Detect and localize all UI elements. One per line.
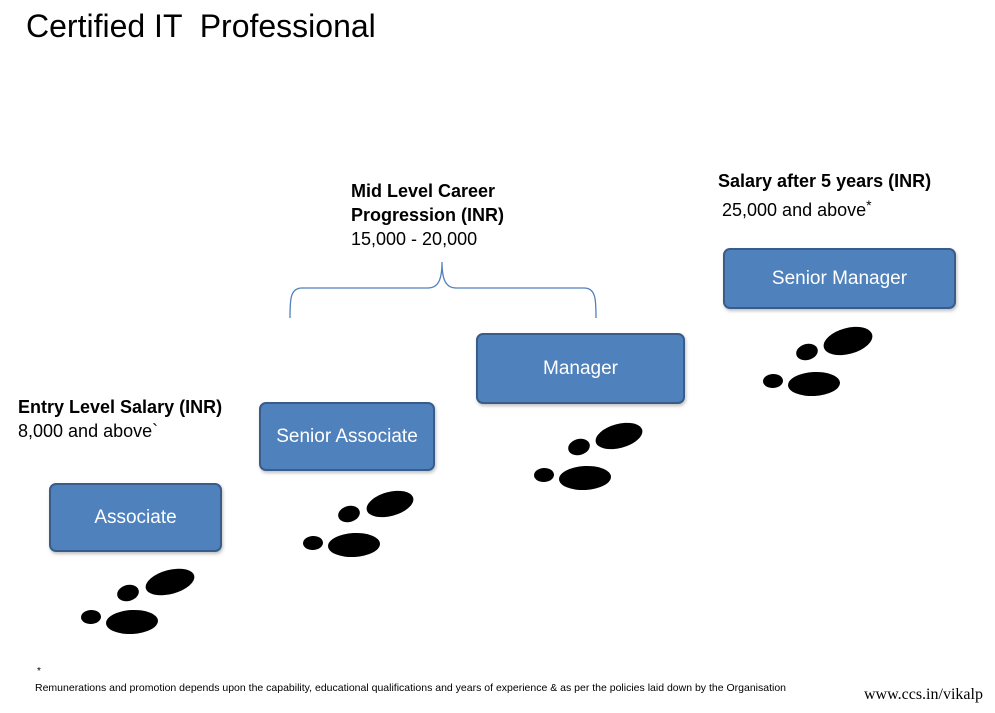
mid-salary-heading-line2: Progression (INR)	[351, 205, 505, 225]
senior-salary-value: 25,000 and above	[722, 200, 867, 220]
senior-salary-heading: Salary after 5 years (INR)	[718, 171, 932, 191]
senior-associate-box: Senior Associate	[259, 402, 435, 471]
manager-box: Manager	[476, 333, 685, 404]
page-title: Certified IT Professional	[26, 8, 376, 44]
associate-box: Associate	[49, 483, 222, 552]
footprints-icon	[81, 568, 195, 635]
entry-salary-value: 8,000 and above`	[18, 421, 159, 441]
website-url: www.ccs.in/vikalp	[864, 686, 983, 703]
footnote-marker: *	[37, 666, 41, 677]
mid-salary-heading-line1: Mid Level Career	[351, 181, 496, 201]
footnote-text: Remunerations and promotion depends upon…	[35, 682, 787, 694]
entry-salary-block: Entry Level Salary (INR) 8,000 and above…	[18, 395, 222, 443]
senior-manager-box: Senior Manager	[723, 248, 956, 309]
mid-salary-value: 15,000 - 20,000	[351, 229, 478, 249]
curly-brace-icon	[289, 261, 597, 319]
footprints-icon	[303, 490, 414, 558]
footprints-icon	[534, 422, 643, 491]
footprints-icon	[763, 326, 873, 397]
senior-salary-value-line: 25,000 and above*	[718, 193, 931, 222]
entry-salary-heading: Entry Level Salary (INR)	[18, 397, 223, 417]
senior-salary-marker: *	[866, 197, 872, 213]
mid-salary-block: Mid Level Career Progression (INR) 15,00…	[351, 179, 504, 251]
senior-salary-block: Salary after 5 years (INR) 25,000 and ab…	[718, 169, 931, 222]
